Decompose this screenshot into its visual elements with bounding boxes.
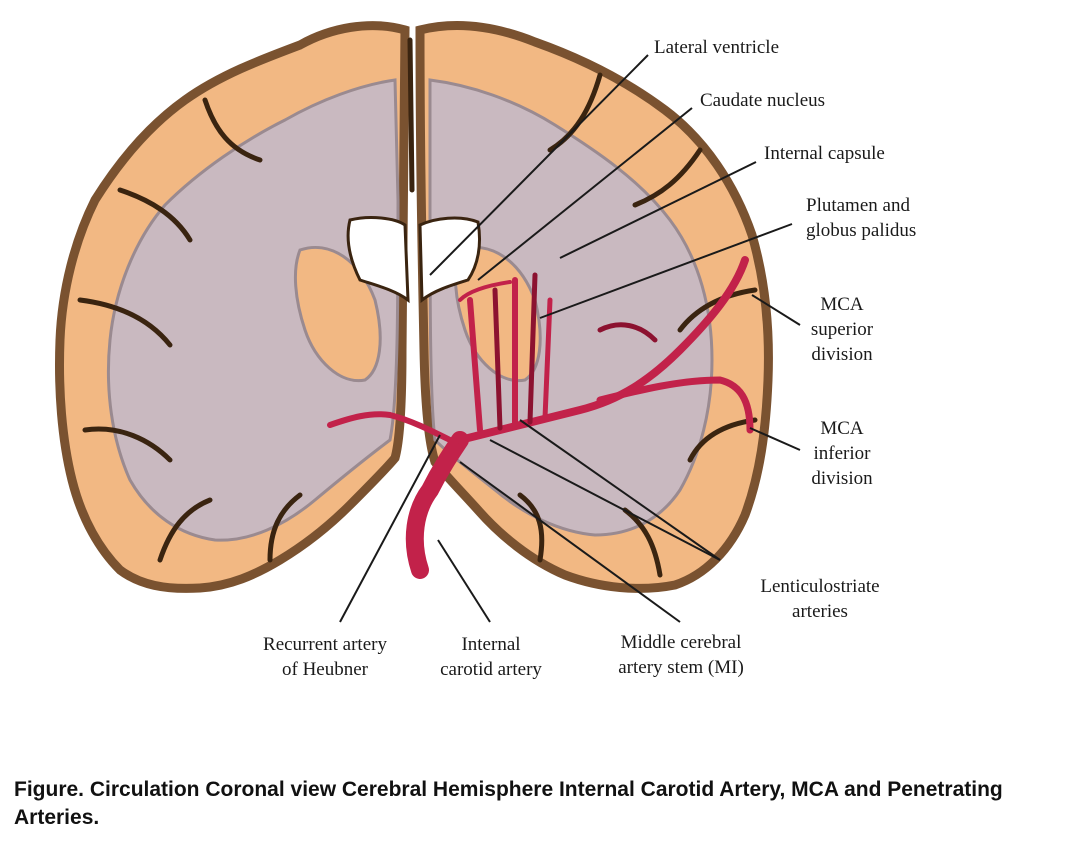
leader-lines [339,54,801,623]
label-lateral-ventricle: Lateral ventricle [654,37,780,58]
label-internal-capsule: Internal capsule [764,143,885,164]
lateral-ventricles [346,216,482,304]
brain-coronal-diagram [55,21,801,623]
arteries [327,256,754,579]
figure-caption: Figure. Circulation Coronal view Cerebra… [14,778,1003,829]
label-caudate-nucleus: Caudate nucleus [700,90,826,111]
sulci [77,37,758,578]
